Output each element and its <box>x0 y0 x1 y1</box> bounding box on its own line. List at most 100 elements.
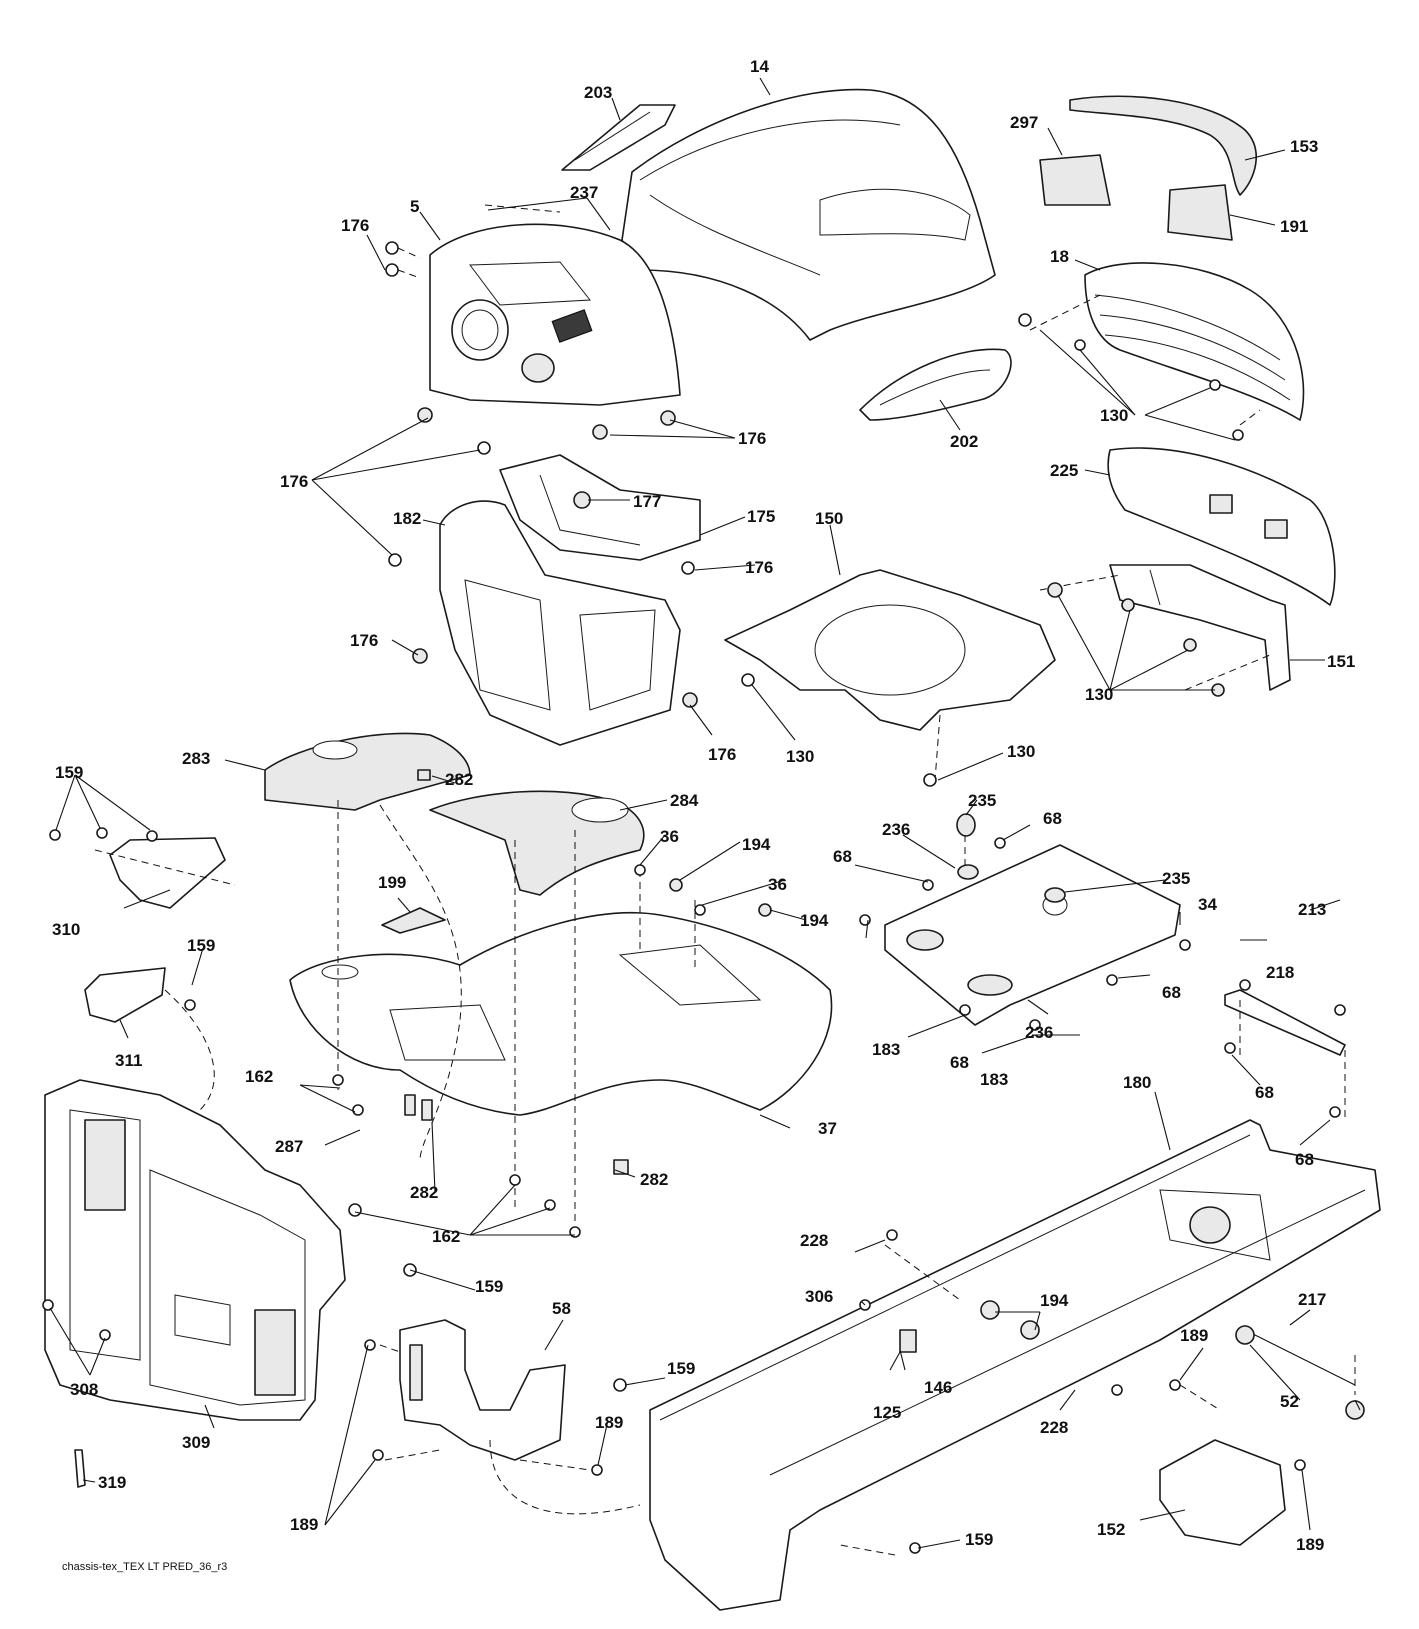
part-151 <box>1109 564 1291 691</box>
callout-label: 159 <box>667 1359 695 1378</box>
callout-label: 34 <box>1198 895 1217 914</box>
part-283 <box>264 732 471 811</box>
callout-label: 150 <box>815 509 843 528</box>
callout-label: 176 <box>708 745 736 764</box>
callout-label: 159 <box>55 763 83 782</box>
callout-label: 235 <box>968 791 996 810</box>
callout-labels: 14 203 297 153 237 5 176 191 18 176 202 … <box>52 57 1355 1554</box>
callout-label: 36 <box>768 875 787 894</box>
callout-label: 282 <box>640 1170 668 1189</box>
part-297 <box>1039 154 1111 206</box>
callout-label: 68 <box>1162 983 1181 1002</box>
part-152 <box>1159 1439 1286 1546</box>
callout-label: 203 <box>584 83 612 102</box>
callout-label: 199 <box>378 873 406 892</box>
callout-label: 235 <box>1162 869 1190 888</box>
callout-label: 217 <box>1298 1290 1326 1309</box>
part-310 <box>109 837 226 909</box>
callout-label: 130 <box>1100 406 1128 425</box>
part-203 <box>561 104 676 171</box>
callout-label: 125 <box>873 1403 901 1422</box>
diagram-caption: chassis-tex_TEX LT PRED_36_r3 <box>62 1561 227 1573</box>
callout-label: 68 <box>1255 1083 1274 1102</box>
callout-label: 130 <box>1085 685 1113 704</box>
callout-label: 284 <box>670 791 699 810</box>
part-frame <box>649 1119 1381 1611</box>
callout-label: 225 <box>1050 461 1078 480</box>
callout-label: 159 <box>965 1530 993 1549</box>
callout-label: 213 <box>1298 900 1326 919</box>
callout-label: 37 <box>818 1119 837 1138</box>
callout-label: 309 <box>182 1433 210 1452</box>
callout-label: 175 <box>747 507 775 526</box>
part-58 <box>399 1319 566 1461</box>
callout-label: 153 <box>1290 137 1318 156</box>
callout-label: 68 <box>833 847 852 866</box>
part-grille <box>1084 262 1305 421</box>
callout-label: 5 <box>410 197 419 216</box>
callout-label: 159 <box>187 936 215 955</box>
callout-label: 18 <box>1050 247 1069 266</box>
callout-label: 191 <box>1280 217 1308 236</box>
callout-label: 52 <box>1280 1392 1299 1411</box>
callout-label: 306 <box>805 1287 833 1306</box>
callout-label: 68 <box>950 1053 969 1072</box>
callout-label: 176 <box>280 472 308 491</box>
part-311 <box>84 967 166 1023</box>
part-fender <box>289 912 833 1116</box>
callout-label: 176 <box>745 558 773 577</box>
callout-label: 189 <box>595 1413 623 1432</box>
part-319 <box>74 1449 86 1488</box>
callout-label: 162 <box>432 1227 460 1246</box>
callout-label: 189 <box>1296 1535 1324 1554</box>
callout-label: 228 <box>800 1231 828 1250</box>
callout-label: 151 <box>1327 652 1355 671</box>
assembly-lines <box>94 204 1356 1556</box>
callout-label: 159 <box>475 1277 503 1296</box>
callout-label: 194 <box>800 911 829 930</box>
callout-label: 282 <box>445 770 473 789</box>
part-34 <box>884 844 1181 1026</box>
callout-label: 311 <box>115 1051 142 1070</box>
callout-label: 176 <box>341 216 369 235</box>
callout-label: 152 <box>1097 1520 1125 1539</box>
callout-label: 297 <box>1010 113 1038 132</box>
part-182 <box>439 500 681 746</box>
callout-label: 189 <box>290 1515 318 1534</box>
callout-label: 130 <box>1007 742 1035 761</box>
callout-label: 176 <box>738 429 766 448</box>
callout-label: 228 <box>1040 1418 1068 1437</box>
callout-label: 194 <box>1040 1291 1069 1310</box>
callout-label: 189 <box>1180 1326 1208 1345</box>
callout-label: 36 <box>660 827 679 846</box>
part-dash-panel <box>429 223 681 406</box>
callout-label: 282 <box>410 1183 438 1202</box>
leader-lines <box>49 77 1361 1549</box>
callout-label: 177 <box>633 492 661 511</box>
part-hood <box>621 88 996 341</box>
callout-label: 183 <box>872 1040 900 1059</box>
callout-label: 194 <box>742 835 771 854</box>
callout-label: 319 <box>98 1473 126 1492</box>
callout-label: 162 <box>245 1067 273 1086</box>
callout-label: 146 <box>924 1378 952 1397</box>
callout-label: 218 <box>1266 963 1294 982</box>
part-202 <box>859 348 1012 421</box>
parts-artwork <box>44 88 1381 1611</box>
callout-label: 14 <box>750 57 769 76</box>
callout-label: 308 <box>70 1380 98 1399</box>
callout-label: 236 <box>1025 1023 1053 1042</box>
callout-label: 183 <box>980 1070 1008 1089</box>
callout-label: 283 <box>182 749 210 768</box>
callout-label: 68 <box>1043 809 1062 828</box>
callout-label: 58 <box>552 1299 571 1318</box>
callout-label: 176 <box>350 631 378 650</box>
callout-label: 236 <box>882 820 910 839</box>
callout-label: 310 <box>52 920 80 939</box>
part-217 <box>1244 1329 1356 1386</box>
part-225 <box>1107 447 1336 606</box>
part-153 <box>1069 95 1257 196</box>
part-199 <box>381 907 446 934</box>
part-175 <box>499 454 701 561</box>
